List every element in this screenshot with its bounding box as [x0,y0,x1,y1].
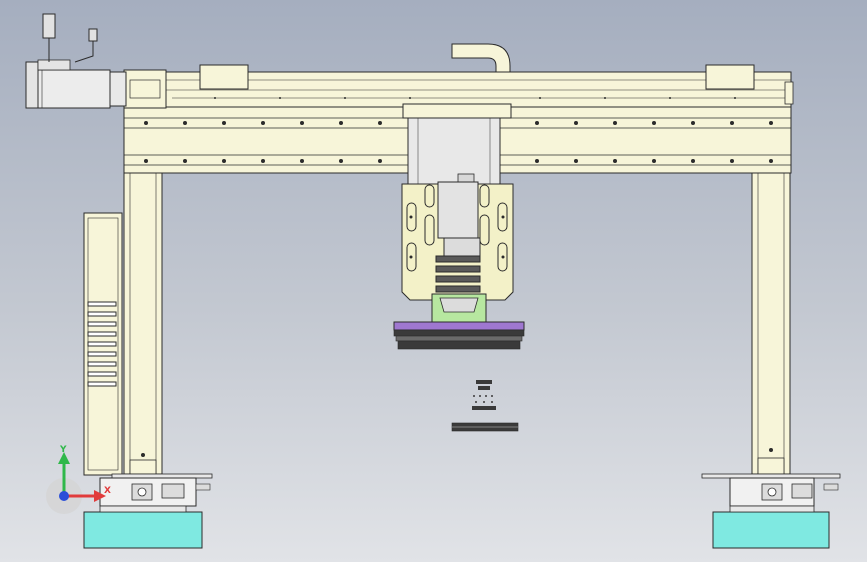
control-cabinet [83,212,123,476]
x-axis-label: X [104,486,111,496]
beam-bolts-top [144,121,773,125]
beam-bolts-bottom [144,159,773,163]
axis-triad: Y X [46,445,111,514]
rail-dots [214,97,736,99]
z-axis-carriage [402,103,512,185]
y-axis-label: Y [59,445,67,455]
left-column [123,171,163,475]
coupling-rings [435,255,481,293]
motor-cables [42,13,98,63]
rail-carriage-right [705,64,755,90]
cable-elbow [451,43,511,73]
plate-holes [409,215,505,259]
left-foot [83,473,213,549]
cabinet-vents [87,301,117,387]
tool-flange [393,321,525,350]
right-foot [701,473,841,549]
rail-carriage-left [199,64,249,90]
linear-rail [163,64,794,108]
z-axis-dot [59,491,69,501]
spindle-unit [431,173,487,323]
right-column [751,171,791,475]
exploded-parts [451,380,519,432]
servo-motor [25,13,167,109]
